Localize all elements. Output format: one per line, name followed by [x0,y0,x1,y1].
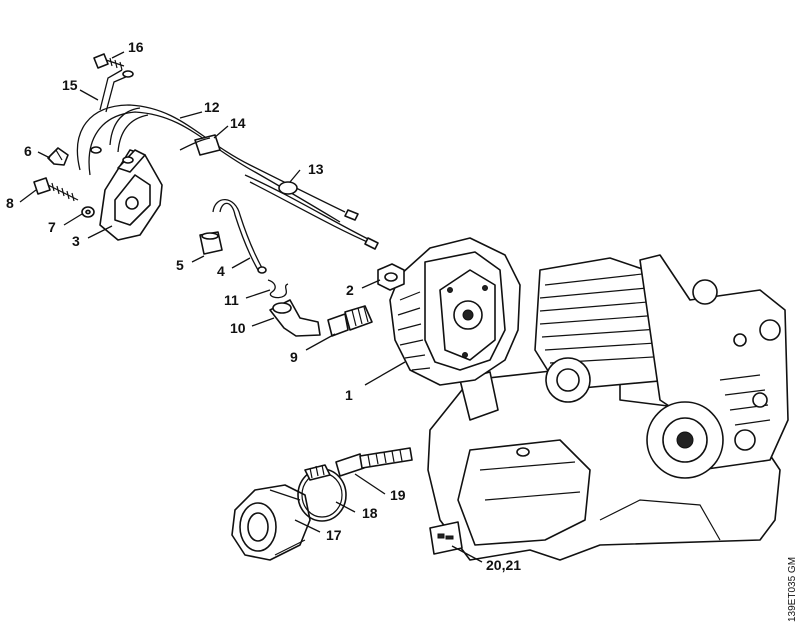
boot-5 [199,231,223,255]
leader-lines [19,51,483,563]
spark-plug-boot [269,299,321,337]
ignition-module [99,149,163,241]
callout-19: 19 [390,487,406,503]
callout-13: 13 [308,161,324,177]
callout-6: 6 [24,143,32,159]
callout-16: 16 [128,39,144,55]
callout-15: 15 [62,77,78,93]
label-plate [429,521,463,555]
callouts: 1 2 3 4 5 6 7 8 9 10 11 12 13 14 15 16 1… [6,39,521,573]
wiring-harness [76,53,379,250]
engine-housing [427,254,789,561]
flywheel-nut [377,263,405,291]
callout-18: 18 [362,505,378,521]
callout-20-21: 20,21 [486,557,521,573]
callout-9: 9 [290,349,298,365]
callout-11: 11 [224,292,239,308]
callout-8: 8 [6,195,14,211]
callout-1: 1 [345,387,353,403]
callout-10: 10 [230,320,246,336]
hose-19 [335,447,413,477]
intake-manifold [231,484,311,561]
washer [81,206,95,218]
flywheel [389,237,521,386]
callout-3: 3 [72,233,80,249]
callout-4: 4 [217,263,225,279]
callout-14: 14 [230,115,246,131]
screw-8 [33,177,79,202]
spring-11 [267,279,289,299]
ignition-lead [212,198,267,274]
spark-plug [327,305,373,337]
callout-7: 7 [48,219,56,235]
callout-12: 12 [204,99,220,115]
drawing-code: 139ET035 GM [787,557,798,622]
callout-2: 2 [346,282,354,298]
callout-17: 17 [326,527,342,543]
clip [47,147,69,166]
hose-clamp [297,464,347,522]
callout-5: 5 [176,257,184,273]
